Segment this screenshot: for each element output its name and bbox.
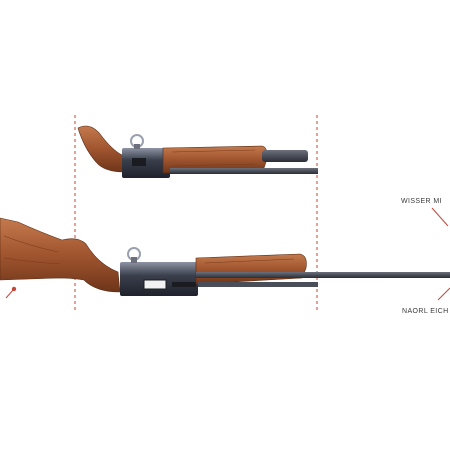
lower-mag-tube xyxy=(198,282,318,287)
upper-mag-tube xyxy=(262,150,308,162)
callout-label-top: WISSER MI xyxy=(401,198,442,205)
dashed-guide-lines xyxy=(74,115,318,312)
lower-receiver xyxy=(120,262,198,296)
upper-grip xyxy=(77,125,125,173)
lower-forend xyxy=(195,253,307,285)
lower-stock xyxy=(0,217,121,293)
lower-rifle-full xyxy=(0,217,450,296)
stock-pointer xyxy=(5,288,15,299)
callout-pointers xyxy=(5,207,450,301)
upper-barrel xyxy=(170,168,318,174)
callout-pointer-top xyxy=(431,207,449,227)
callout-label-bottom: NAORL EICH xyxy=(402,308,449,315)
callout-pointer-bottom xyxy=(437,287,450,301)
upper-rifle-action xyxy=(77,125,318,178)
lower-barrel xyxy=(196,272,450,278)
